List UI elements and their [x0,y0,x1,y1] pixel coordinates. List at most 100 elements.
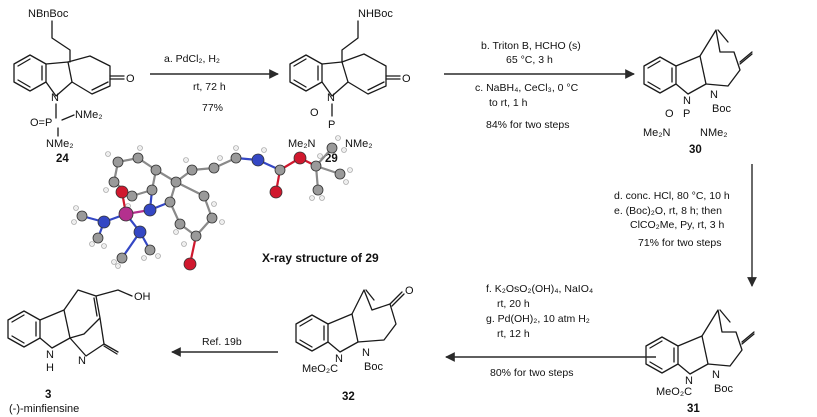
c32-n: N [335,353,343,365]
step-2-c-cond: to rt, 1 h [489,97,528,109]
xray-hydrogen-atom [173,229,179,235]
compound-3: OH N H N 3 (-)-minfiensine [7,289,151,415]
xray-carbon-atom [132,152,144,164]
c31-ester: MeO₂C [656,386,692,398]
c30-po: O [665,108,674,120]
c32-boc: Boc [364,361,383,373]
step-1-yield: 77% [202,102,223,114]
compound-29: NHBoc O N O P Me₂N NMe₂ 29 [288,8,411,165]
step-4-f-cond: rt, 20 h [497,298,530,310]
xray-carbon-atom [92,232,104,244]
step-1-time: rt, 72 h [193,81,226,93]
step-2-c: c. NaBH₄, CeCl₃, 0 °C [475,82,579,94]
xray-hydrogen-atom [141,255,147,261]
step-5-ref: Ref. 19b [202,336,242,348]
xray-oxygen-atom [269,185,283,199]
xray-hydrogen-atom [309,195,315,201]
xray-hydrogen-atom [89,241,95,247]
c24-nme2-a: NMe₂ [75,109,103,121]
c29-number: 29 [325,153,338,165]
c32-carbonyl: O [405,285,414,297]
c29-n: N [327,92,335,104]
xray-carbon-atom [76,210,88,222]
c3-number: 3 [45,389,51,401]
xray-hydrogen-atom [183,157,189,163]
step-4-g-cond: rt, 12 h [497,328,530,340]
xray-carbon-atom [206,212,218,224]
c30-nme2-a: Me₂N [643,127,671,139]
xray-carbon-atom [190,230,202,242]
xray-carbon-atom [198,190,210,202]
xray-carbon-atom [146,184,158,196]
compound-32: O N N Boc MeO₂C 32 [295,285,414,403]
xray-carbon-atom [174,218,186,230]
step-1-reagents: a. PdCl₂, H₂ [164,53,220,65]
xray-hydrogen-atom [181,241,187,247]
c3-oh: OH [134,291,151,303]
xray-hydrogen-atom [347,167,353,173]
step-3-conditions: d. conc. HCl, 80 °C, 10 h e. (Boc)₂O, rt… [614,190,730,249]
xray-hydrogen-atom [115,263,121,269]
c31-boc: Boc [714,383,733,395]
xray-hydrogen-atom [137,145,143,151]
compound-31: N N Boc MeO₂C 31 [645,309,755,415]
step-4-yield: 80% for two steps [490,367,573,379]
xray-hydrogen-atom [219,219,225,225]
xray-carbon-atom [274,164,286,176]
xray-nitrogen-atom [251,153,265,167]
c29-nme2-a: Me₂N [288,138,316,150]
xray-nitrogen-atom [143,203,157,217]
xray-hydrogen-atom [105,151,111,157]
xray-hydrogen-atom [71,219,77,225]
compound-30: N N Boc O P Me₂N NMe₂ 30 [643,29,753,156]
xray-hydrogen-atom [335,135,341,141]
xray-carbon-atom [116,252,128,264]
c3-nh: N [46,349,54,361]
xray-hydrogen-atom [111,259,117,265]
c3-n: N [78,355,86,367]
step-4-conditions: f. K₂OsO₂(OH)₄, NaIO₄ rt, 20 h g. Pd(OH)… [486,283,593,379]
compound-24: NBnBoc O N O=P NMe₂ NMe₂ 24 [13,8,135,165]
xray-hydrogen-atom [261,147,267,153]
step-2-b: b. Triton B, HCHO (s) [481,40,581,52]
xray-hydrogen-atom [211,201,217,207]
c32-number: 32 [342,391,355,403]
c29-top-group: NHBoc [358,8,393,20]
c24-top-group: NBnBoc [28,8,69,20]
xray-carbon-atom [108,176,120,188]
xray-oxygen-atom [115,185,129,199]
step-2-b-cond: 65 °C, 3 h [506,54,553,66]
xray-structure-model [71,135,353,271]
step-3-yield: 71% for two steps [638,237,721,249]
xray-hydrogen-atom [101,243,107,249]
xray-nitrogen-atom [97,215,111,229]
c30-n2: N [710,89,718,101]
step-3-d: d. conc. HCl, 80 °C, 10 h [614,190,730,202]
xray-oxygen-atom [183,257,197,271]
xray-hydrogen-atom [317,153,323,159]
c29-nme2-b: NMe₂ [345,138,373,150]
c32-n2: N [362,347,370,359]
xray-hydrogen-atom [73,205,79,211]
c30-number: 30 [689,144,702,156]
c31-n: N [685,375,693,387]
step-3-e2: ClCO₂Me, Py, rt, 3 h [630,219,724,231]
step-1-conditions: a. PdCl₂, H₂ rt, 72 h 77% [164,53,226,114]
xray-hydrogen-atom [217,155,223,161]
c24-n: N [51,92,59,104]
xray-carbon-atom [208,162,220,174]
xray-hydrogen-atom [341,147,347,153]
xray-hydrogen-atom [233,145,239,151]
c31-number: 31 [687,403,700,415]
xray-carbon-atom [164,196,176,208]
c3-h: H [46,362,54,374]
step-2-conditions: b. Triton B, HCHO (s) 65 °C, 3 h c. NaBH… [475,40,581,131]
c29-carbonyl: O [402,73,411,85]
xray-oxygen-atom [293,151,307,165]
xray-carbon-atom [150,164,162,176]
xray-carbon-atom [326,142,338,154]
xray-carbon-atom [334,168,346,180]
c30-nme2-b: NMe₂ [700,127,728,139]
xray-hydrogen-atom [343,179,349,185]
